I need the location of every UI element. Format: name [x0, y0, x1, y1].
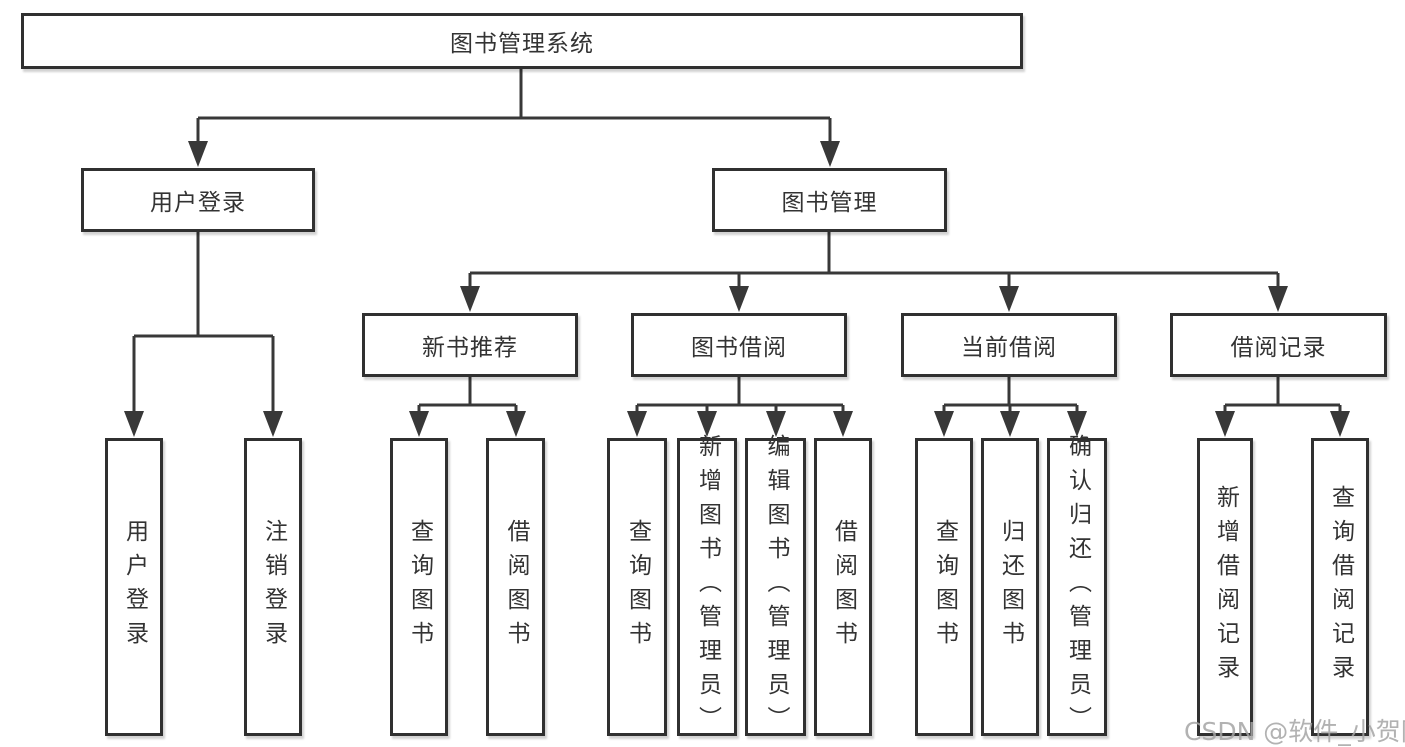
node-borrow-records: 借阅记录 [1170, 313, 1387, 377]
leaf-borrow-add-books-admin: 新增图书（管理员） [677, 434, 737, 740]
leaf-current-return-books-label: 归还图书 [997, 519, 1024, 655]
leaf-logout: 注销登录 [244, 438, 302, 736]
leaf-records-query-record-label: 查询借阅记录 [1327, 485, 1354, 689]
leaf-borrow-borrow-books: 借阅图书 [814, 438, 872, 736]
node-user-login-label: 用户登录 [150, 190, 246, 216]
leaf-borrow-borrow-books-label: 借阅图书 [830, 519, 857, 655]
leaf-current-query-books-label: 查询图书 [931, 519, 958, 655]
leaf-borrow-query-books-label: 查询图书 [624, 519, 651, 655]
node-book-management-label: 图书管理 [781, 190, 878, 216]
node-book-management: 图书管理 [712, 168, 947, 232]
node-new-book-recommend-label: 新书推荐 [422, 335, 518, 361]
leaf-borrow-edit-books-admin: 编辑图书（管理员） [745, 434, 806, 740]
leaf-borrow-add-books-admin-label: 新增图书（管理员） [694, 434, 721, 740]
node-book-borrow: 图书借阅 [631, 313, 847, 377]
node-user-login: 用户登录 [81, 168, 315, 232]
leaf-records-query-record: 查询借阅记录 [1311, 438, 1369, 736]
node-borrow-records-label: 借阅记录 [1230, 335, 1327, 361]
node-current-borrow: 当前借阅 [901, 313, 1117, 377]
node-book-borrow-label: 图书借阅 [691, 335, 787, 361]
leaf-user-login: 用户登录 [105, 438, 163, 736]
leaf-borrow-query-books: 查询图书 [607, 438, 667, 736]
leaf-current-confirm-return-admin-label: 确认归还（管理员） [1064, 434, 1091, 740]
leaf-current-return-books: 归还图书 [981, 438, 1039, 736]
leaf-newrec-query-books-label: 查询图书 [406, 519, 433, 655]
node-root: 图书管理系统 [21, 13, 1023, 69]
leaf-current-query-books: 查询图书 [915, 438, 973, 736]
node-root-label: 图书管理系统 [450, 31, 594, 57]
leaf-current-confirm-return-admin: 确认归还（管理员） [1047, 434, 1107, 740]
leaf-records-add-record-label: 新增借阅记录 [1212, 485, 1239, 689]
arrowheads [124, 141, 1350, 437]
leaf-logout-label: 注销登录 [260, 519, 287, 655]
leaf-user-login-label: 用户登录 [121, 519, 148, 655]
leaf-newrec-borrow-books-label: 借阅图书 [503, 519, 529, 655]
leaf-newrec-query-books: 查询图书 [390, 438, 448, 736]
node-new-book-recommend: 新书推荐 [362, 313, 578, 377]
node-current-borrow-label: 当前借阅 [961, 335, 1057, 361]
leaf-records-add-record: 新增借阅记录 [1197, 438, 1253, 736]
leaf-newrec-borrow-books: 借阅图书 [486, 438, 545, 736]
leaf-borrow-edit-books-admin-label: 编辑图书（管理员） [763, 434, 789, 740]
csdn-watermark: CSDN @软件_小贺同学 [1184, 717, 1405, 746]
